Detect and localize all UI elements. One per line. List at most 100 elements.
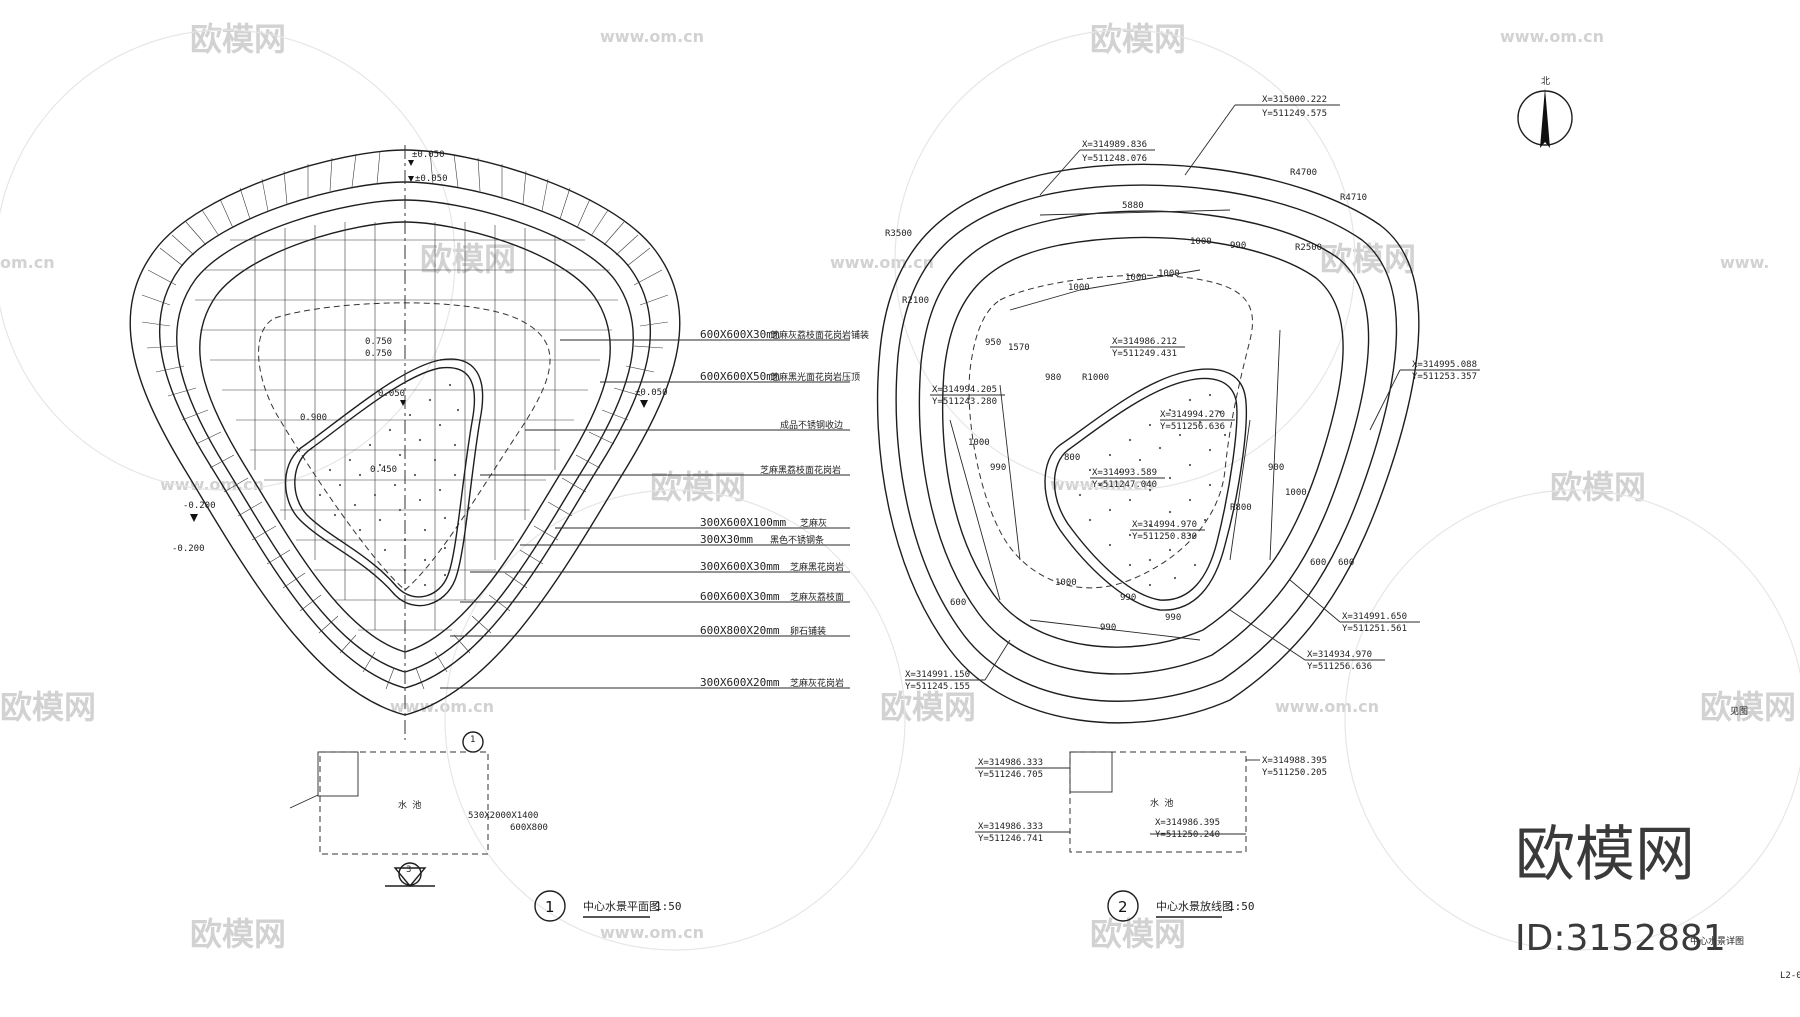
plan1-pool-dots [318, 383, 460, 587]
coord-y: Y=511246.705 [978, 770, 1043, 780]
dimension-label: 1000 [1068, 283, 1090, 293]
elevation-label: -0.200 [172, 544, 205, 554]
plan2-dashed-outline [968, 274, 1253, 589]
box-label: 水 池 [398, 799, 421, 811]
plan2-pump-box: 水 池 X=314986.333 Y=511246.705 X=314988.3… [975, 751, 1327, 853]
coord-y: Y=511246.741 [978, 834, 1043, 844]
coord-x: X=314986.395 [1155, 818, 1220, 828]
callout-size: 300X30mm [700, 533, 753, 546]
plan2-pool-dots [1078, 393, 1227, 587]
watermark-brand: 欧模网 [1090, 915, 1186, 953]
coord-x: X=314995.088 [1412, 360, 1477, 370]
dimension-label: 990 [1100, 623, 1116, 633]
elevation-label: 0.050 [378, 389, 405, 399]
plan2-dimension-lines [949, 209, 1281, 641]
callout-size: 600X600X30mm [700, 590, 780, 603]
plan-2: X=315000.222 Y=511249.575 X=314989.836 Y… [876, 95, 1480, 922]
elevation-label: 0.750 [365, 337, 392, 347]
plan1-leaders [440, 339, 850, 689]
callout-desc: 成品不锈钢收边 [780, 419, 843, 431]
callout-desc: 卵石铺装 [790, 625, 826, 637]
plan2-coordinates: X=315000.222 Y=511249.575 X=314989.836 Y… [905, 95, 1477, 692]
callout-desc: 芝麻灰荔枝面花岗岩铺装 [770, 329, 869, 341]
plan1-callouts: 600X600X30mm 芝麻灰荔枝面花岗岩铺装 600X600X50mm 芝麻… [700, 328, 869, 689]
watermark-brand: 欧模网 [650, 468, 746, 506]
drawing-scale: 1:50 [655, 900, 682, 913]
legend-label: 见图 [1730, 706, 1748, 717]
dimension-label: 600 [950, 598, 966, 608]
drawing-number: 1 [545, 898, 555, 916]
radius-label: R2100 [902, 296, 929, 306]
watermark-id: ID:3152881 [1515, 918, 1726, 959]
dimension-label: 1570 [1008, 343, 1030, 353]
plan1-paving-grid [195, 222, 618, 631]
elevation-label: ±0.050 [635, 388, 668, 398]
coord-y: Y=511245.155 [905, 682, 970, 692]
dimension-label: 600 [1338, 558, 1354, 568]
coord-y: Y=511247.040 [1092, 480, 1157, 490]
coord-y: Y=511250.240 [1155, 830, 1220, 840]
drawing-number: 2 [1118, 898, 1128, 916]
elevation-label: ±0.050 [412, 150, 445, 160]
sheet-info: 中心水景详图 L2-01 [1690, 935, 1800, 981]
dimension-label: 5880 [1122, 201, 1144, 211]
dimension-label: 990 [990, 463, 1006, 473]
plan2-ring-4 [942, 236, 1344, 648]
callout-desc: 芝麻灰 [800, 517, 827, 529]
radius-label: R1000 [1082, 373, 1109, 383]
watermark-url: om.cn [0, 253, 55, 272]
elevation-label: 0.450 [370, 465, 397, 475]
plan1-pool-edge-outer [284, 358, 484, 607]
watermark-corner: 欧模网 ID:3152881 [1515, 820, 1726, 959]
watermark-url: www. [1720, 253, 1769, 272]
dimension-label: 1000 [1055, 578, 1077, 588]
plan2-radii: R3500 R2100 R4700 R4710 R2500 R1000 R800 [885, 168, 1367, 513]
coord-y: Y=511251.561 [1342, 624, 1407, 634]
callout-size: 300X600X30mm [700, 560, 780, 573]
coord-y: Y=511243.280 [932, 397, 997, 407]
watermark-brand: 欧模网 [0, 688, 96, 726]
sheet-code: L2-01 [1780, 971, 1800, 981]
coord-y: Y=511249.431 [1112, 349, 1177, 359]
watermark-url: www.om.cn [830, 253, 934, 272]
coord-y: Y=511248.076 [1082, 154, 1147, 164]
watermark-brand: 欧模网 [190, 915, 286, 953]
callout-desc: 芝麻黑荔枝面花岗岩 [760, 464, 841, 476]
coord-x: X=314986.333 [978, 822, 1043, 832]
watermark-layer: 欧模网 www.om.cn 欧模网 www.om.cn om.cn 欧模网 ww… [0, 20, 1800, 953]
watermark-url: www.om.cn [1275, 697, 1379, 716]
coord-y: Y=511250.205 [1262, 768, 1327, 778]
box-note: 600X800 [510, 823, 548, 833]
watermark-brand: 欧模网 [1700, 688, 1796, 726]
coord-x: X=314988.395 [1262, 756, 1327, 766]
watermark-url: www.om.cn [1050, 475, 1154, 494]
coord-x: X=314993.589 [1092, 468, 1157, 478]
dimension-label: 990 [1165, 613, 1181, 623]
plan1-section-symbol: 3 [385, 862, 435, 888]
plan1-pump-box: 水 池 530X2000X1400 600X800 [289, 751, 548, 855]
dimension-label: 800 [1064, 453, 1080, 463]
plan2-pool-edge-inner [1053, 377, 1238, 601]
box-note: 530X2000X1400 [468, 811, 538, 821]
elevation-label: 0.900 [300, 413, 327, 423]
plan2-dimensions: 5880 1000 990 1000 1000 1000 1570 980 95… [950, 201, 1354, 633]
elevation-label: -0.200 [183, 501, 216, 511]
dimension-label: 990 [1120, 593, 1136, 603]
section-number: 1 [470, 735, 475, 745]
radius-label: R4710 [1340, 193, 1367, 203]
dimension-label: 1000 [968, 438, 990, 448]
radius-label: R3500 [885, 229, 912, 239]
coord-y: Y=511249.575 [1262, 109, 1327, 119]
coord-y: Y=511256.636 [1160, 422, 1225, 432]
callout-size: 600X600X30mm [700, 328, 780, 341]
coord-y: Y=511250.830 [1132, 532, 1197, 542]
coord-x: X=314994.270 [1160, 410, 1225, 420]
coord-x: X=314934.970 [1307, 650, 1372, 660]
plan1-ring-3 [199, 221, 611, 653]
watermark-brand: 欧模网 [1550, 468, 1646, 506]
callout-desc: 芝麻灰花岗岩 [790, 677, 844, 689]
radius-label: R2500 [1295, 243, 1322, 253]
coord-y: Y=511253.357 [1412, 372, 1477, 382]
drawing-title: 中心水景平面图 [583, 900, 660, 913]
